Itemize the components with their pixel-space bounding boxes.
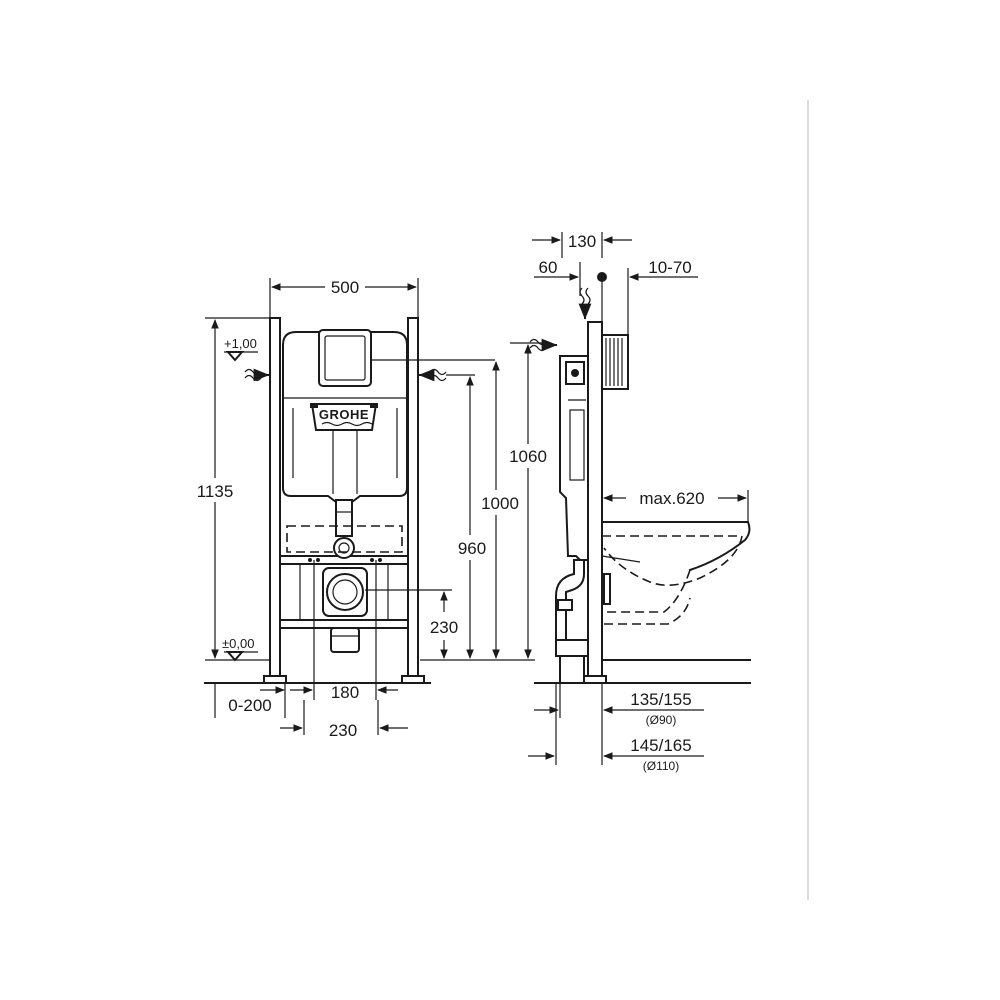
side-elbow-joint <box>557 599 573 611</box>
bowl-outline-front <box>286 525 403 553</box>
height-1060-label: 1060 <box>509 447 547 466</box>
water-inlet-icon-right <box>418 368 447 382</box>
bolt-3 <box>370 558 374 562</box>
water-inlet-icon-side <box>529 338 558 352</box>
side-view: 130 60 10-70 max.620 135/155 (Ø90) <box>528 232 751 773</box>
downpipe <box>335 499 353 537</box>
dim-width-label: 500 <box>331 278 359 297</box>
height-960-label: 960 <box>458 539 486 558</box>
outlet-90-label: 135/155 <box>630 690 691 709</box>
side-elbow-pipe <box>555 559 585 641</box>
cistern-side <box>559 355 589 561</box>
drain-height-label: 230 <box>430 618 458 637</box>
frame-foot-right <box>401 675 425 684</box>
height-1000-label: 1000 <box>481 494 519 513</box>
brand-tab-left <box>310 403 318 408</box>
flush-plate-ribs <box>605 338 623 386</box>
bowl-mount-bolt <box>601 555 641 563</box>
bolt-1 <box>308 558 312 562</box>
drain-connector <box>330 627 360 653</box>
brand-plate <box>310 403 378 431</box>
bowl-base-dashed <box>604 597 691 625</box>
bowl-inner-dashed <box>602 535 743 586</box>
level-bottom-label: ±0,00 <box>222 636 254 651</box>
outlet-90-diameter: (Ø90) <box>646 713 677 727</box>
pipe-width-label: 230 <box>329 721 357 740</box>
wall-range-label: 10-70 <box>648 258 691 277</box>
side-frame-post <box>587 321 603 678</box>
dim-height-label: 1135 <box>197 482 234 501</box>
bowl-outlet-dashed <box>604 569 691 613</box>
outlet-110-label: 145/165 <box>630 736 691 755</box>
side-frame-foot <box>583 675 607 684</box>
flush-outlet-ring <box>333 537 355 559</box>
water-inlet-icon <box>244 368 270 382</box>
flush-plate-opening <box>318 329 372 387</box>
frame-post-right <box>407 317 419 679</box>
level-triangle-bottom-icon <box>225 651 245 662</box>
bolt-4 <box>378 558 382 562</box>
side-drain-outlet <box>559 655 585 684</box>
bowl-top-outline <box>601 521 751 572</box>
brand-logo: GROHE <box>319 407 369 422</box>
bowl-max-label: max.620 <box>639 489 704 508</box>
brand-tab-right <box>370 403 378 408</box>
bottom-offset-label: 0-200 <box>228 696 271 715</box>
outlet-110-diameter: (Ø110) <box>643 759 679 773</box>
level-top-label: +1,00 <box>224 336 257 351</box>
brand-wave <box>321 421 373 427</box>
pipe-spacing-label: 180 <box>331 683 359 702</box>
cistern-side-inner <box>569 409 585 481</box>
inlet-valve-knob <box>571 369 579 377</box>
flush-outlet-inner <box>338 542 350 554</box>
water-inlet-icon-top <box>578 287 592 320</box>
drain-pipe-inner <box>332 579 358 605</box>
frame-foot-left <box>263 675 287 684</box>
drain-pipe-icon <box>326 573 364 611</box>
flush-plate-inner <box>324 335 366 381</box>
crossbar-lower <box>279 619 409 629</box>
bowl-mount-bracket <box>603 573 611 605</box>
frame-post-left <box>269 317 281 679</box>
inlet-offset-label: 60 <box>539 258 558 277</box>
front-view: GROHE <box>197 278 547 740</box>
side-drain-coupler <box>555 639 589 657</box>
depth-label: 130 <box>568 232 596 251</box>
level-triangle-icon <box>225 351 245 362</box>
bolt-2 <box>316 558 320 562</box>
